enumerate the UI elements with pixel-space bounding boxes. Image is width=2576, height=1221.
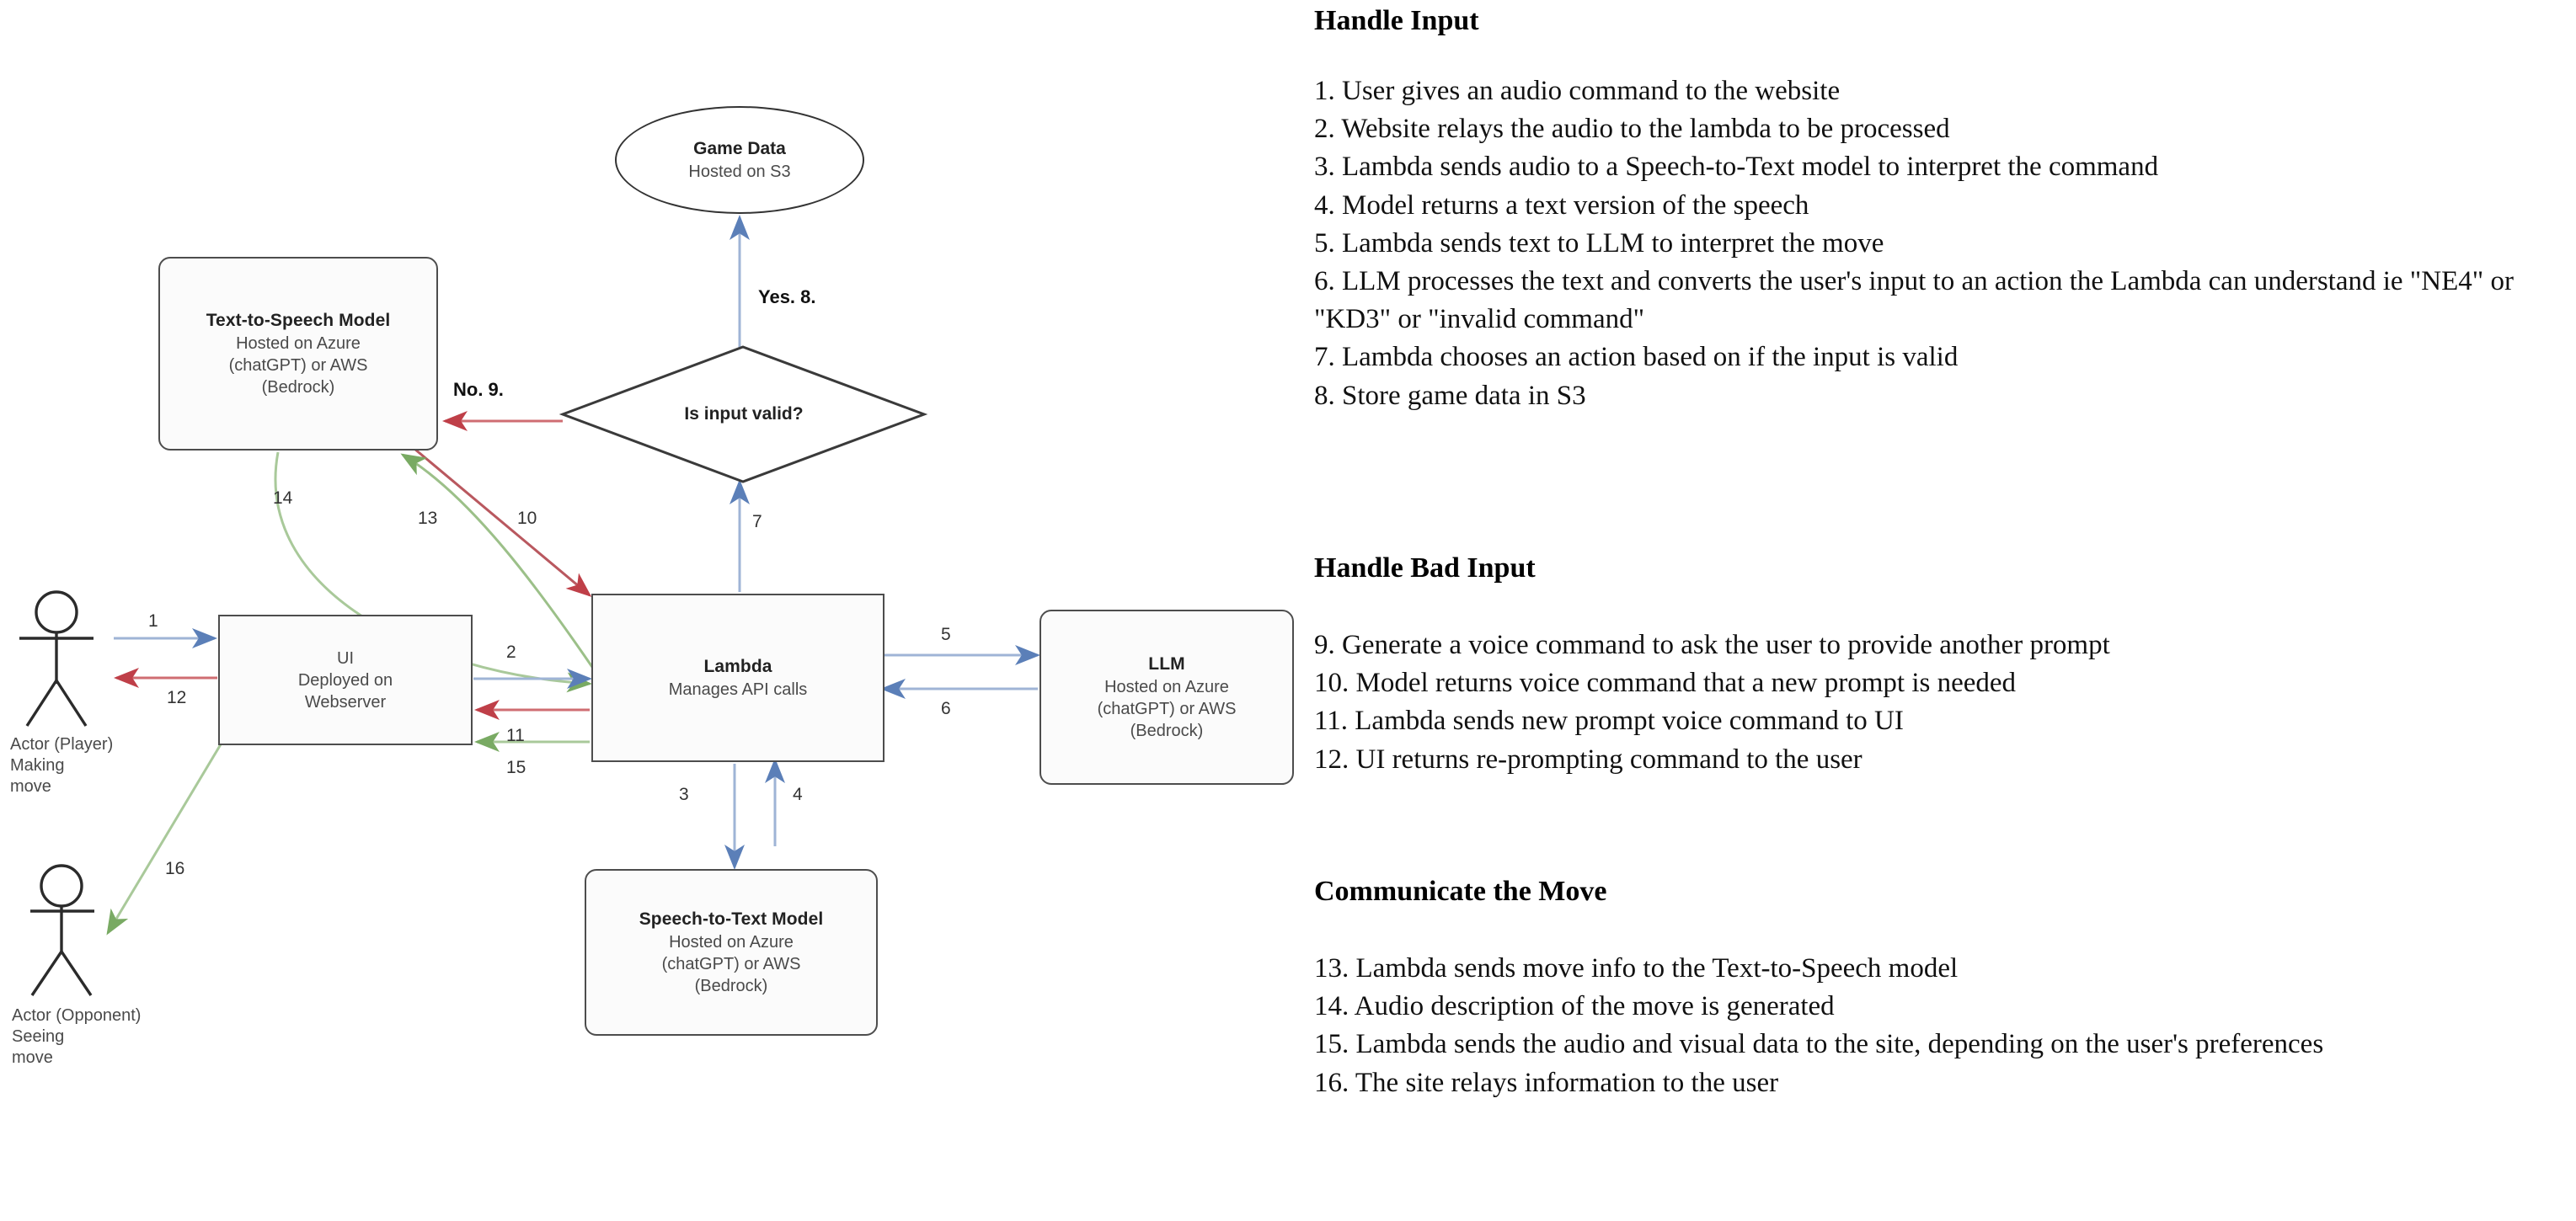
step-item: 8. Store game data in S3 bbox=[1314, 380, 1586, 411]
diagram-pane: Game Data Hosted on S3 Is input valid? T… bbox=[10, 106, 1294, 1069]
heading-communicate-the-move: Communicate the Move bbox=[1314, 876, 1607, 907]
actor-opponent-line3: move bbox=[12, 1048, 53, 1067]
step-item: 9. Generate a voice command to ask the u… bbox=[1314, 630, 2110, 660]
edge-label-4: 4 bbox=[793, 785, 803, 804]
edge-label-11: 11 bbox=[506, 726, 525, 745]
edge-label-2: 2 bbox=[506, 642, 516, 662]
decision-diamond-shape bbox=[558, 345, 928, 483]
list-handle-bad-input: 9. Generate a voice command to ask the u… bbox=[1314, 626, 2544, 779]
edge-label-7: 7 bbox=[752, 512, 762, 531]
node-stt-line3: (Bedrock) bbox=[694, 976, 768, 995]
list-handle-input: 1. User gives an audio command to the we… bbox=[1314, 72, 2544, 415]
node-lambda-subtitle: Manages API calls bbox=[668, 680, 808, 699]
node-tts-title: Text-to-Speech Model bbox=[206, 311, 391, 331]
node-lambda[interactable]: Lambda Manages API calls bbox=[591, 594, 884, 762]
step-item: 4. Model returns a text version of the s… bbox=[1314, 189, 1809, 221]
edge-label-1: 1 bbox=[148, 611, 158, 631]
step-item: 10. Model returns voice command that a n… bbox=[1314, 668, 2017, 699]
node-decision-label: Is input valid? bbox=[684, 404, 804, 424]
node-game-data-title: Game Data bbox=[693, 139, 786, 159]
actor-player-line2: Making bbox=[10, 756, 65, 775]
node-stt-line2: (chatGPT) or AWS bbox=[661, 954, 801, 973]
node-stt-title: Speech-to-Text Model bbox=[639, 909, 824, 930]
edge-label-5: 5 bbox=[941, 625, 951, 644]
node-ui-line2: Webserver bbox=[304, 692, 387, 712]
step-item: 5. Lambda sends text to LLM to interpret… bbox=[1314, 227, 1884, 259]
actor-opponent-line1: Actor (Opponent) bbox=[12, 1006, 142, 1025]
actor-player-line1: Actor (Player) bbox=[10, 735, 114, 754]
node-stt-line1: Hosted on Azure bbox=[669, 932, 794, 952]
node-tts-line2: (chatGPT) or AWS bbox=[228, 355, 368, 375]
node-game-data-subtitle: Hosted on S3 bbox=[688, 162, 791, 181]
heading-handle-input: Handle Input bbox=[1314, 5, 1479, 36]
step-item: 13. Lambda sends move info to the Text-t… bbox=[1314, 953, 1959, 984]
node-game-data[interactable]: Game Data Hosted on S3 bbox=[615, 106, 864, 214]
node-ui-line1: Deployed on bbox=[297, 670, 393, 690]
actor-player-caption: Actor (Player) Making move bbox=[10, 734, 113, 797]
node-tts-line3: (Bedrock) bbox=[261, 377, 335, 397]
edge-label-14: 14 bbox=[273, 488, 293, 508]
node-speech-to-text-model[interactable]: Speech-to-Text Model Hosted on Azure (ch… bbox=[585, 869, 878, 1036]
actor-player-line3: move bbox=[10, 777, 51, 796]
step-item: 14. Audio description of the move is gen… bbox=[1314, 991, 1835, 1022]
section-handle-input: Handle Input 1. User gives an audio comm… bbox=[1314, 5, 2544, 415]
node-ui[interactable]: UI Deployed on Webserver bbox=[218, 615, 473, 745]
edge-label-16: 16 bbox=[165, 859, 185, 878]
section-handle-bad-input: Handle Bad Input 9. Generate a voice com… bbox=[1314, 552, 2544, 779]
actor-player-figure bbox=[19, 590, 94, 727]
edge-label-12: 12 bbox=[167, 688, 187, 707]
node-text-to-speech-model[interactable]: Text-to-Speech Model Hosted on Azure (ch… bbox=[158, 257, 438, 451]
step-item: 7. Lambda chooses an action based on if … bbox=[1314, 342, 1959, 373]
node-decision[interactable]: Is input valid? bbox=[563, 347, 925, 482]
edge-label-13: 13 bbox=[418, 509, 438, 528]
steps-pane: Handle Input 1. User gives an audio comm… bbox=[1314, 0, 2561, 1221]
node-tts-line1: Hosted on Azure bbox=[236, 333, 361, 353]
edge-10-line bbox=[414, 447, 592, 597]
step-item: 11. Lambda sends new prompt voice comman… bbox=[1314, 706, 1904, 737]
edge-13-line bbox=[400, 453, 596, 670]
step-item: 1. User gives an audio command to the we… bbox=[1314, 76, 1841, 106]
edge-label-8: Yes. 8. bbox=[758, 286, 816, 307]
step-item: 16. The site relays information to the u… bbox=[1314, 1067, 1779, 1098]
actor-opponent-figure bbox=[30, 864, 94, 996]
edge-label-3: 3 bbox=[679, 785, 689, 804]
actor-opponent-line2: Seeing bbox=[12, 1027, 65, 1046]
node-lambda-title: Lambda bbox=[703, 657, 772, 677]
heading-handle-bad-input: Handle Bad Input bbox=[1314, 552, 1536, 584]
diagram-connectors bbox=[19, 215, 1040, 996]
node-llm-title: LLM bbox=[1148, 654, 1185, 674]
edge-label-9: No. 9. bbox=[453, 379, 504, 400]
step-item: 15. Lambda sends the audio and visual da… bbox=[1314, 1029, 2324, 1060]
actor-opponent-caption: Actor (Opponent) Seeing move bbox=[12, 1005, 141, 1069]
step-item: 6. LLM processes the text and converts t… bbox=[1314, 266, 2514, 335]
list-communicate-the-move: 13. Lambda sends move info to the Text-t… bbox=[1314, 950, 2544, 1102]
node-llm-line1: Hosted on Azure bbox=[1104, 677, 1229, 696]
edge-label-15: 15 bbox=[506, 758, 526, 777]
step-item: 3. Lambda sends audio to a Speech-to-Tex… bbox=[1314, 152, 2159, 183]
edge-16-line bbox=[106, 744, 222, 936]
step-item: 2. Website relays the audio to the lambd… bbox=[1314, 114, 1950, 145]
node-ui-title: UI bbox=[337, 648, 354, 668]
node-llm[interactable]: LLM Hosted on Azure (chatGPT) or AWS (Be… bbox=[1039, 610, 1294, 785]
step-item: 12. UI returns re-prompting command to t… bbox=[1314, 744, 1863, 775]
node-llm-line3: (Bedrock) bbox=[1130, 721, 1204, 740]
edge-label-6: 6 bbox=[941, 699, 951, 718]
node-llm-line2: (chatGPT) or AWS bbox=[1097, 699, 1237, 718]
section-communicate-the-move: Communicate the Move 13. Lambda sends mo… bbox=[1314, 876, 2544, 1102]
edge-label-10: 10 bbox=[517, 509, 537, 528]
